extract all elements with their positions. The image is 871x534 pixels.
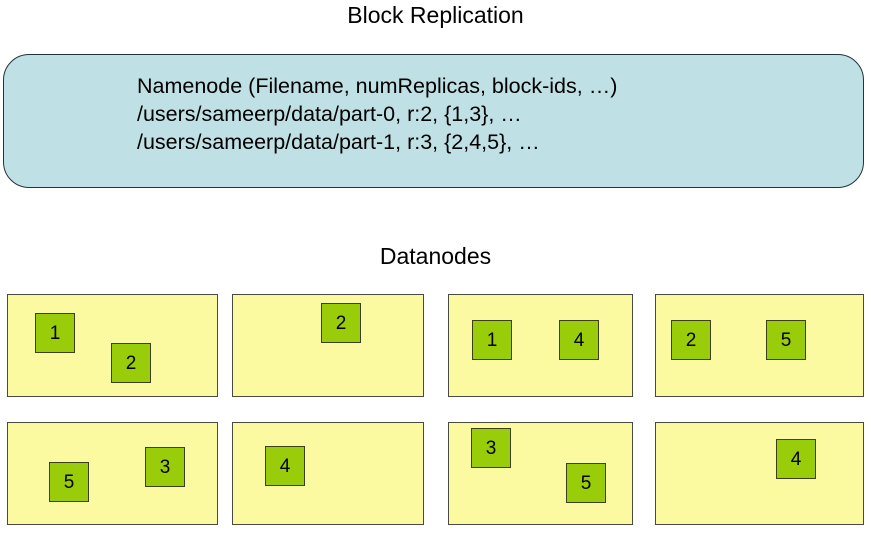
data-block[interactable]: 4 bbox=[776, 439, 816, 479]
data-block[interactable]: 5 bbox=[766, 320, 806, 360]
data-block[interactable]: 2 bbox=[321, 303, 361, 343]
datanode-box[interactable]: 4 bbox=[655, 422, 864, 525]
data-block[interactable]: 1 bbox=[472, 320, 512, 360]
data-block[interactable]: 3 bbox=[471, 428, 511, 468]
namenode-metadata-text: Namenode (Filename, numReplicas, block-i… bbox=[137, 72, 617, 156]
data-block[interactable]: 4 bbox=[559, 320, 599, 360]
namenode-line-file-1: /users/sameerp/data/part-1, r:3, {2,4,5}… bbox=[137, 130, 540, 154]
namenode-panel: Namenode (Filename, numReplicas, block-i… bbox=[3, 54, 864, 188]
data-block[interactable]: 3 bbox=[145, 447, 185, 487]
data-block[interactable]: 2 bbox=[671, 320, 711, 360]
namenode-line-file-0: /users/sameerp/data/part-0, r:2, {1,3}, … bbox=[137, 102, 522, 126]
data-block[interactable]: 5 bbox=[566, 463, 606, 503]
namenode-line-header: Namenode (Filename, numReplicas, block-i… bbox=[137, 74, 618, 98]
datanodes-caption: Datanodes bbox=[379, 243, 492, 269]
data-block[interactable]: 1 bbox=[35, 313, 75, 353]
data-block[interactable]: 4 bbox=[265, 446, 305, 486]
page-title: Block Replication bbox=[347, 2, 524, 28]
data-block[interactable]: 2 bbox=[111, 343, 151, 383]
datanode-box[interactable]: 2 bbox=[232, 294, 424, 397]
datanode-box[interactable]: 4 bbox=[232, 422, 424, 525]
data-block[interactable]: 5 bbox=[49, 462, 89, 502]
